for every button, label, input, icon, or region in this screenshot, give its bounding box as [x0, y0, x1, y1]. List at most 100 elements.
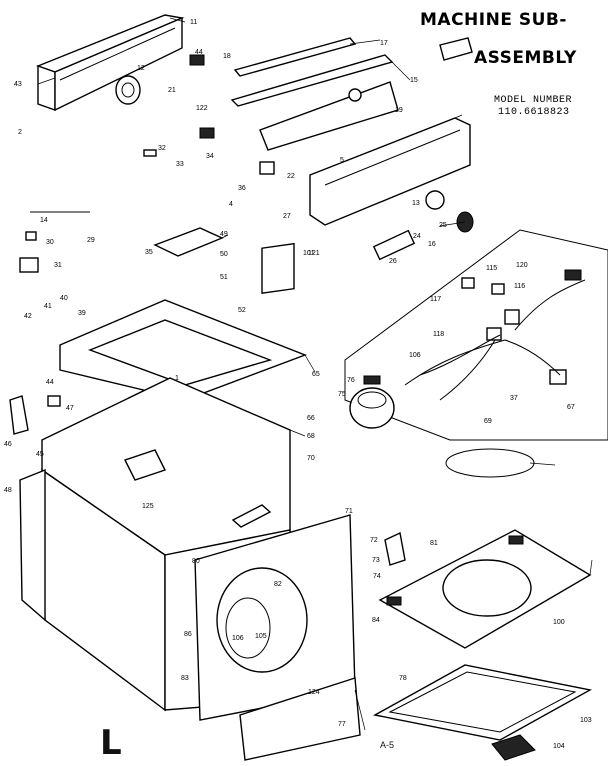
callout-4: 4: [229, 201, 233, 208]
front-panel: [194, 514, 361, 761]
callout-81: 81: [430, 540, 438, 547]
callout-69: 69: [484, 418, 492, 425]
callout-31: 31: [54, 262, 62, 269]
top-lid: [378, 529, 592, 649]
title-line-2: ASSEMBLY: [474, 48, 577, 68]
console-rails: [230, 37, 399, 151]
callout-118: 118: [433, 331, 444, 338]
callout-101: 101: [303, 250, 315, 257]
small-parts: [9, 37, 473, 566]
callout-11: 11: [190, 19, 197, 26]
callout-82: 82: [274, 581, 282, 588]
page-number: A-5: [380, 740, 395, 750]
callout-19: 19: [395, 107, 403, 114]
callout-42: 42: [24, 313, 32, 320]
callout-86: 86: [184, 631, 192, 638]
callout-27: 27: [283, 213, 291, 220]
timer-motor: [115, 75, 141, 105]
model-number-label: MODEL NUMBER: [494, 95, 573, 106]
callout-120: 120: [516, 262, 528, 269]
callout-122: 122: [196, 105, 208, 112]
switches: [143, 54, 474, 261]
callout-32: 32: [158, 145, 166, 152]
callout-2: 2: [18, 129, 22, 136]
callout-80: 80: [192, 558, 200, 565]
top-console-panel: [36, 14, 185, 112]
callout-43: 43: [14, 81, 22, 88]
callout-24: 24: [413, 233, 421, 240]
callout-50: 50: [220, 251, 228, 258]
callout-104: 104: [553, 743, 565, 750]
callout-121: 121: [308, 250, 320, 257]
callout-84: 84: [372, 617, 380, 624]
callout-1: 1: [175, 375, 179, 382]
callout-30: 30: [46, 239, 54, 246]
callout-66: 66: [307, 415, 315, 422]
callout-103: 103: [580, 717, 592, 724]
callout-70: 70: [307, 455, 315, 462]
drive-belt: [445, 448, 535, 478]
callout-22: 22: [287, 173, 295, 180]
callout-15: 15: [410, 77, 418, 84]
callout-44b: 44: [46, 379, 54, 386]
drive-motor: [349, 375, 395, 429]
callout-41: 41: [44, 303, 52, 310]
callout-73: 73: [372, 557, 380, 564]
callout-75: 75: [338, 391, 346, 398]
callout-21: 21: [168, 87, 176, 94]
callout-71: 71: [345, 508, 353, 515]
callout-44: 44: [195, 49, 203, 56]
callout-83: 83: [181, 675, 189, 682]
callout-74: 74: [373, 573, 381, 580]
callout-17: 17: [380, 40, 388, 47]
callout-72: 72: [370, 537, 378, 544]
callout-12: 12: [137, 65, 145, 72]
wiring-harness: [344, 229, 608, 441]
callout-116: 116: [514, 283, 525, 290]
callout-34: 34: [206, 153, 214, 160]
callout-18: 18: [223, 53, 231, 60]
corner-mark: L: [100, 723, 122, 763]
callout-36: 36: [238, 185, 246, 192]
water-level-switch: [19, 211, 224, 273]
callout-13: 13: [412, 200, 420, 207]
callout-37: 37: [510, 395, 518, 402]
callout-40: 40: [60, 295, 68, 302]
callout-39: 39: [78, 310, 86, 317]
callout-115: 115: [486, 265, 497, 272]
callout-16: 16: [428, 241, 436, 248]
callout-68: 68: [307, 433, 315, 440]
callout-76: 76: [347, 377, 355, 384]
callout-14: 14: [40, 217, 48, 224]
callout-48: 48: [4, 487, 12, 494]
callout-49: 49: [220, 231, 228, 238]
callout-65: 65: [312, 371, 320, 378]
callout-67: 67: [567, 404, 575, 411]
callout-106: 106: [409, 352, 421, 359]
callout-numbers: 11 43 2 12 44 18 17 15 21 122 19 32 34 3…: [4, 19, 592, 750]
model-number-value: 110.6618823: [498, 107, 570, 118]
callout-29: 29: [87, 237, 95, 244]
title-line-1: MACHINE SUB-: [420, 10, 567, 30]
callout-47: 47: [66, 405, 74, 412]
leader-lines: [37, 17, 593, 731]
callout-25: 25: [439, 222, 447, 229]
callout-46: 46: [4, 441, 12, 448]
callout-124: 124: [308, 689, 320, 696]
callout-45: 45: [36, 451, 44, 458]
cabinet-top: [59, 242, 307, 401]
callout-117: 117: [430, 296, 441, 303]
callout-52: 52: [238, 307, 246, 314]
callout-77: 77: [338, 721, 346, 728]
callout-35: 35: [145, 249, 153, 256]
lid-frame: [372, 664, 593, 761]
callout-106b: 106: [232, 635, 244, 642]
callout-33: 33: [176, 161, 184, 168]
callout-78: 78: [399, 675, 407, 682]
callout-51: 51: [220, 274, 228, 281]
callout-26: 26: [389, 258, 397, 265]
callout-5: 5: [340, 157, 344, 164]
callout-100: 100: [553, 619, 565, 626]
front-bezel: [309, 117, 471, 226]
